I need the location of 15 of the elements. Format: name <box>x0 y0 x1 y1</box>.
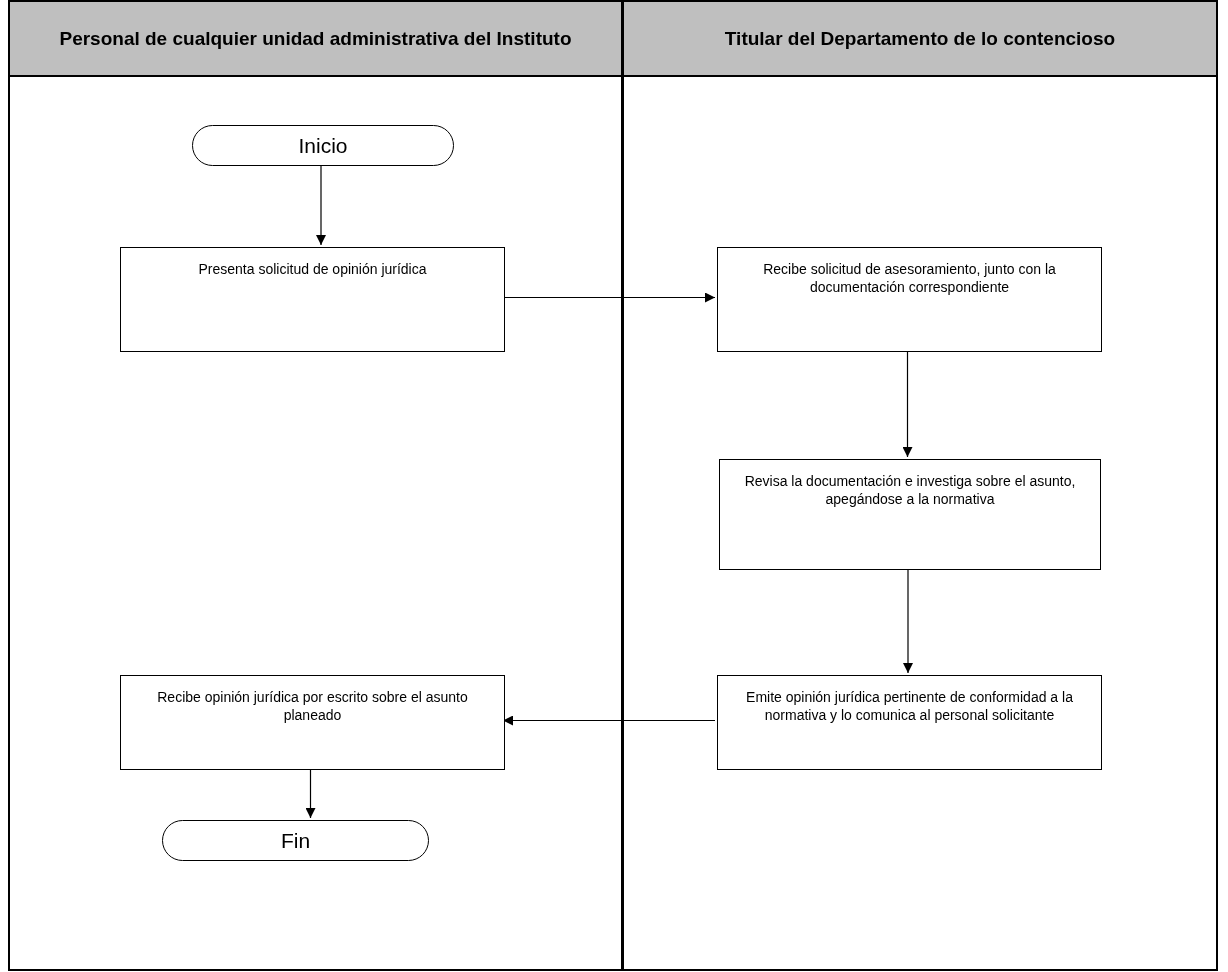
arrow <box>502 292 716 303</box>
process-box: Recibe solicitud de asesoramiento, junto con la documentación correspondiente <box>717 247 1102 352</box>
swimlane <box>8 0 623 971</box>
process-box: Recibe opinión jurídica por escrito sobre el asunto planeado <box>120 675 505 770</box>
arrow <box>902 349 913 458</box>
arrow <box>305 767 316 819</box>
lane-header: Titular del Departamento de lo contencioso <box>624 2 1216 77</box>
process-box: Revisa la documentación e investiga sobre el asunto, apegándose a la normativa <box>719 459 1101 570</box>
arrow <box>903 567 913 674</box>
process-box: Presenta solicitud de opinión jurídica <box>120 247 505 352</box>
lane-header: Personal de cualquier unidad administrativa del Instituto <box>10 2 621 77</box>
process-box: Emite opinión jurídica pertinente de conformidad a la normativa y lo comunica al personal solicitante <box>717 675 1102 770</box>
arrow <box>502 715 716 726</box>
swimlane <box>622 0 1218 971</box>
arrow <box>316 163 326 246</box>
